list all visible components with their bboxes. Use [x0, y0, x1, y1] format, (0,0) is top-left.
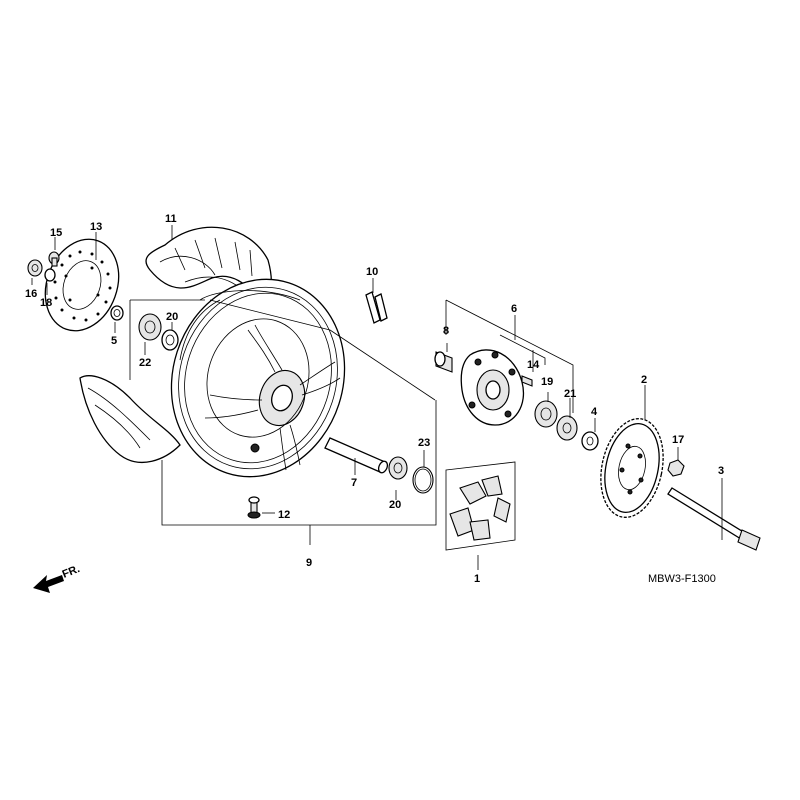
driven-sprocket — [600, 418, 664, 518]
tire — [79, 226, 272, 464]
callout-22: 22 — [139, 357, 151, 369]
disc-nut — [27, 259, 43, 277]
bearing-22 — [138, 313, 162, 341]
air-valve — [247, 496, 261, 519]
sprocket-nut — [667, 459, 685, 477]
callout-18: 18 — [40, 297, 52, 309]
bearing-19 — [534, 400, 558, 428]
callout-7: 7 — [351, 477, 357, 489]
o-ring-23 — [412, 466, 434, 494]
callout-17: 17 — [672, 434, 684, 446]
rear-axle — [667, 487, 761, 551]
collar-4 — [581, 431, 599, 451]
callout-3: 3 — [718, 465, 724, 477]
spacer-5 — [110, 305, 124, 321]
driven-flange — [460, 349, 524, 426]
callout-9: 9 — [306, 557, 312, 569]
stud-14 — [521, 375, 533, 387]
diagram-code: MBW3-F1300 — [648, 573, 716, 585]
callout-8: 8 — [443, 325, 449, 337]
arrow-icon — [33, 575, 64, 593]
callout-21: 21 — [564, 388, 576, 400]
callout-20-right: 20 — [389, 499, 401, 511]
axle-spacer — [324, 437, 389, 474]
callout-16: 16 — [25, 288, 37, 300]
callout-labels: 1 2 3 4 5 6 7 8 9 10 11 12 13 14 15 16 1… — [25, 213, 724, 585]
leader-lines — [31, 225, 723, 570]
collar-8 — [434, 351, 453, 373]
callout-2: 2 — [641, 374, 647, 386]
wheel-damper — [449, 475, 511, 541]
callout-20-left: 20 — [166, 311, 178, 323]
oil-seal-21 — [556, 415, 578, 441]
front-label: FR. — [61, 563, 82, 581]
front-direction-arrow: FR. — [33, 563, 82, 593]
callout-14: 14 — [527, 359, 540, 371]
callout-15: 15 — [50, 227, 62, 239]
callout-13: 13 — [90, 221, 102, 233]
disc-bolt — [48, 251, 60, 267]
oil-seal-20-left — [161, 329, 179, 351]
callout-12: 12 — [278, 509, 290, 521]
callout-5: 5 — [111, 335, 117, 347]
clip-10 — [365, 291, 388, 324]
callout-19: 19 — [541, 376, 553, 388]
callout-4: 4 — [591, 406, 598, 418]
callout-6: 6 — [511, 303, 517, 315]
rear-wheel — [170, 278, 346, 478]
callout-23: 23 — [418, 437, 430, 449]
callout-11: 11 — [165, 213, 177, 225]
bearing-20-right — [388, 456, 408, 480]
disc-washer — [44, 268, 56, 282]
callout-10: 10 — [366, 266, 378, 278]
brake-disc — [44, 238, 120, 332]
callout-1: 1 — [474, 573, 480, 585]
